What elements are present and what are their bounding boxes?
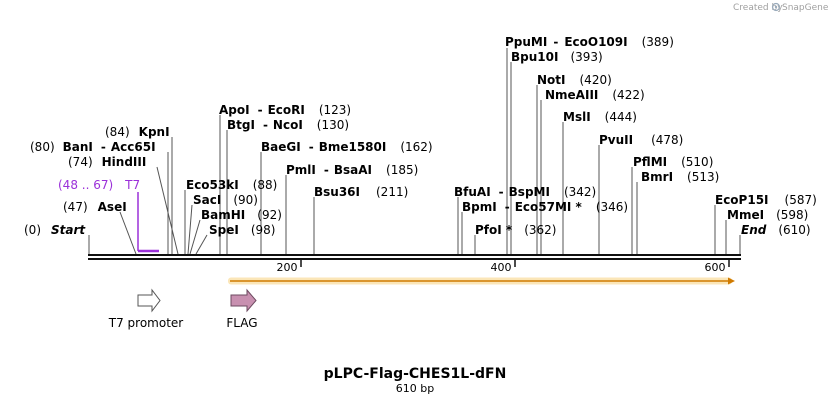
site-label-pmli[interactable]: PmlI-BsaAI(185) bbox=[286, 163, 418, 177]
site-label-bmri[interactable]: BmrI(513) bbox=[641, 170, 719, 184]
site-label-hindiii[interactable]: (74)HindIII bbox=[68, 155, 146, 169]
site-label-ppumi[interactable]: PpuMI-EcoO109I(389) bbox=[505, 35, 674, 49]
ruler: 200 400 600 bbox=[277, 260, 730, 274]
ruler-tick-400: 400 bbox=[491, 261, 512, 274]
site-label-pfoi[interactable]: PfoI *(362) bbox=[475, 223, 556, 237]
snapgene-logo-icon bbox=[771, 2, 781, 12]
ruler-tick-200: 200 bbox=[277, 261, 298, 274]
plasmid-length: 610 bp bbox=[396, 382, 434, 395]
plasmid-name: pLPC-Flag-CHES1L-dFN bbox=[324, 366, 507, 382]
site-label-pvuii[interactable]: PvuII(478) bbox=[599, 133, 683, 147]
site-leader-lines bbox=[88, 48, 741, 255]
site-label-ecop15i[interactable]: EcoP15I(587) bbox=[715, 193, 817, 207]
credit-text: Created by bbox=[733, 3, 783, 13]
site-label-apoi[interactable]: ApoI-EcoRI(123) bbox=[219, 103, 351, 117]
feature-t7-promoter-arrow[interactable] bbox=[137, 288, 161, 313]
site-label-noti[interactable]: NotI(420) bbox=[537, 73, 612, 87]
site-label-baegi[interactable]: BaeGI-Bme1580I(162) bbox=[261, 140, 433, 154]
site-label-bpmi[interactable]: BpmI-Eco57MI *(346) bbox=[462, 200, 628, 214]
site-label-bpu10i[interactable]: Bpu10I(393) bbox=[511, 50, 603, 64]
site-label-btgi[interactable]: BtgI-NcoI(130) bbox=[227, 118, 349, 132]
feature-flag-label: FLAG bbox=[226, 316, 257, 330]
site-label-eco53ki[interactable]: Eco53kI(88) bbox=[186, 178, 277, 192]
feature-flag-arrow[interactable] bbox=[230, 288, 257, 313]
site-label-bamhi[interactable]: BamHI(92) bbox=[201, 208, 282, 222]
site-label-asei[interactable]: (47)AseI bbox=[63, 200, 127, 214]
feature-t7-promoter-label: T7 promoter bbox=[108, 316, 184, 330]
site-label-pflmi[interactable]: PflMI(510) bbox=[633, 155, 713, 169]
site-label-start[interactable]: (0)Start bbox=[24, 223, 86, 237]
site-label-bfuai[interactable]: BfuAI-BspMI(342) bbox=[454, 185, 596, 199]
ruler-tick-600: 600 bbox=[705, 261, 726, 274]
site-label-saci[interactable]: SacI(90) bbox=[193, 193, 258, 207]
site-label-bani[interactable]: (80)BanI-Acc65I bbox=[30, 140, 156, 154]
site-label-mmei[interactable]: MmeI(598) bbox=[727, 208, 808, 222]
primer-label[interactable]: (48 .. 67)T7 bbox=[58, 178, 140, 192]
site-label-msli[interactable]: MslI(444) bbox=[563, 110, 637, 124]
site-label-spei[interactable]: SpeI(98) bbox=[209, 223, 275, 237]
credit-brand: SnapGene bbox=[782, 3, 829, 13]
orf-arrow[interactable] bbox=[228, 277, 735, 285]
site-label-bsu36i[interactable]: Bsu36I(211) bbox=[314, 185, 408, 199]
site-label-kpni[interactable]: (84)KpnI bbox=[105, 125, 170, 139]
site-label-end[interactable]: End(610) bbox=[741, 223, 811, 237]
site-label-nmeaiii[interactable]: NmeAIII(422) bbox=[545, 88, 645, 102]
